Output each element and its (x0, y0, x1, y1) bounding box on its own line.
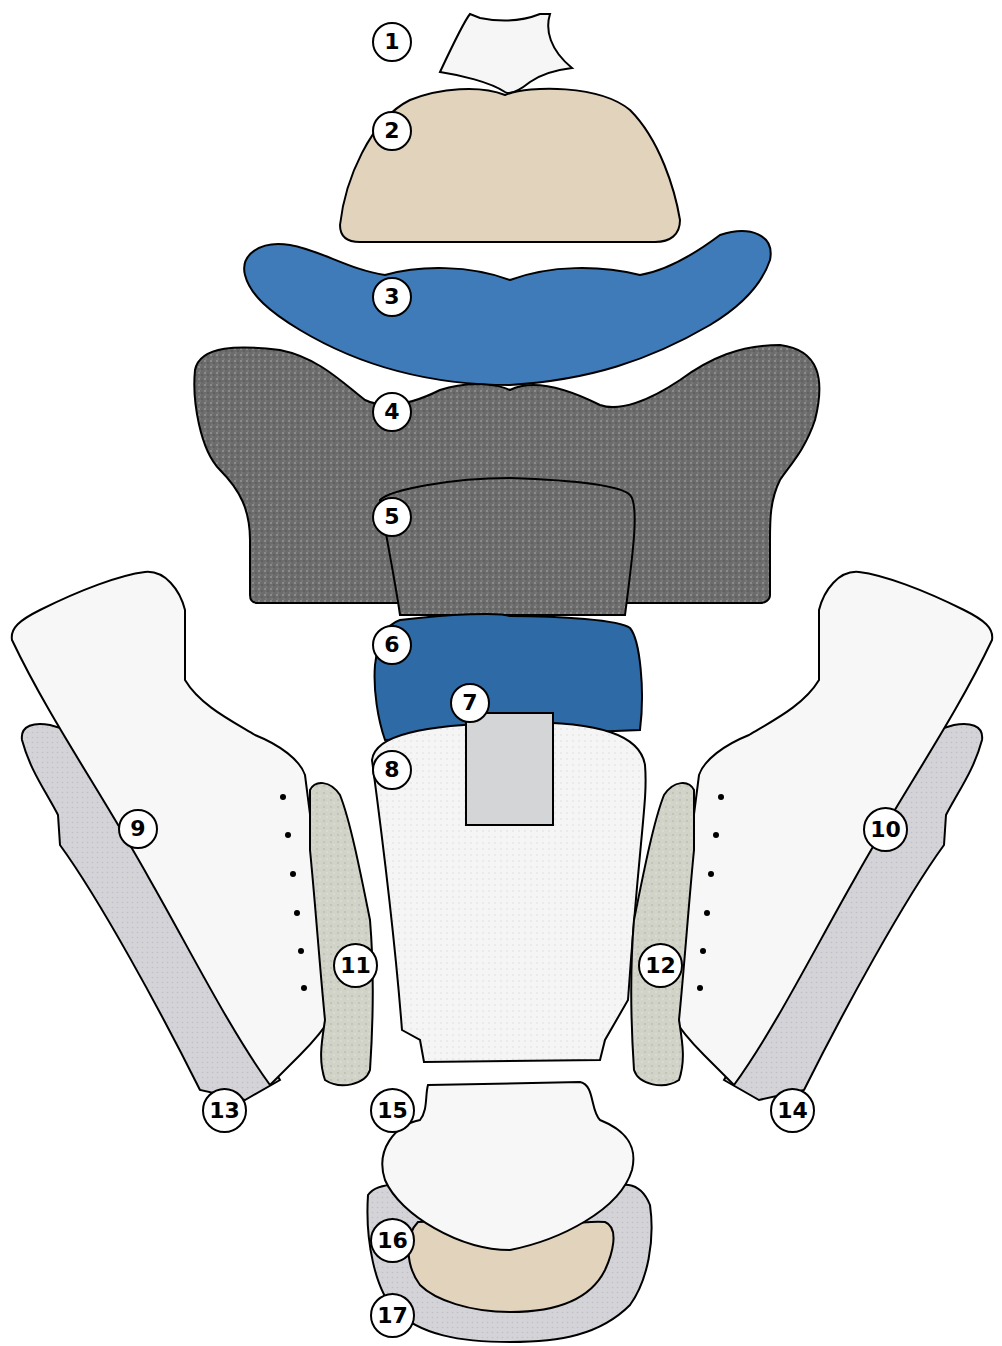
callout-number: 14 (777, 1100, 808, 1122)
callout-number: 5 (384, 506, 399, 528)
callout-circle: 4 (372, 392, 412, 432)
collar-lining (244, 231, 770, 385)
callout-circle: 6 (372, 625, 412, 665)
callout-circle: 2 (372, 111, 412, 151)
callout-number: 13 (209, 1100, 240, 1122)
callout-number: 8 (384, 759, 399, 781)
callout-circle: 14 (770, 1088, 815, 1133)
callout-circle: 12 (638, 943, 683, 988)
callout-number: 10 (870, 819, 901, 841)
callout-circle: 1 (372, 22, 412, 62)
callout-circle: 16 (370, 1218, 415, 1263)
callout-circle: 11 (333, 943, 378, 988)
callout-circle: 9 (118, 809, 158, 849)
callout-circle: 17 (370, 1293, 415, 1338)
callout-circle: 15 (370, 1088, 415, 1133)
callout-number: 9 (130, 818, 145, 840)
callout-circle: 8 (372, 750, 412, 790)
callout-number: 16 (377, 1230, 408, 1252)
left-side-panels (12, 572, 373, 1100)
tongue-felt (380, 478, 635, 615)
callout-circle: 5 (372, 497, 412, 537)
callout-number: 6 (384, 634, 399, 656)
callout-number: 7 (462, 692, 477, 714)
callout-circle: 10 (863, 807, 908, 852)
callout-number: 15 (377, 1100, 408, 1122)
heel-counter (382, 1082, 633, 1250)
callout-number: 3 (384, 286, 399, 308)
callout-number: 11 (340, 955, 371, 977)
tongue-label-piece (440, 14, 572, 93)
callout-number: 2 (384, 120, 399, 142)
callout-number: 1 (384, 31, 399, 53)
callout-circle: 7 (450, 683, 490, 723)
callout-number: 4 (384, 401, 399, 423)
callout-number: 12 (645, 955, 676, 977)
right-side-panels (631, 572, 992, 1100)
callout-circle: 13 (202, 1088, 247, 1133)
tongue-tag (466, 713, 553, 825)
callout-circle: 3 (372, 277, 412, 317)
callout-number: 17 (377, 1305, 408, 1327)
tongue-top (340, 89, 680, 242)
